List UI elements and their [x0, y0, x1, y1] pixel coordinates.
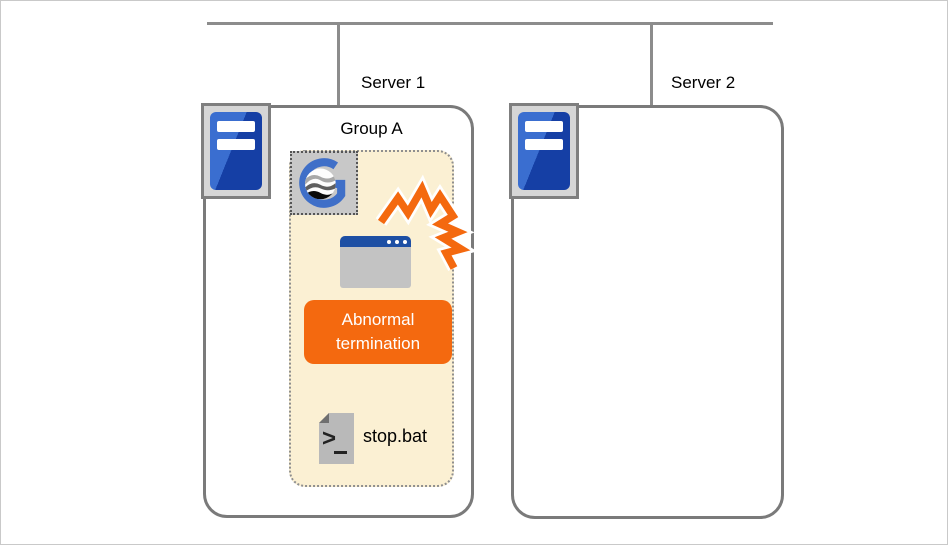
- server-slot-bar: [217, 139, 255, 150]
- server-slot-bar: [525, 121, 563, 132]
- group-a-area: Abnormal termination > stop.bat: [289, 150, 478, 487]
- crash-burst-icon: [375, 174, 478, 272]
- group-a-label: Group A: [340, 119, 403, 138]
- window-titlebar: [340, 236, 411, 247]
- abnormal-termination-badge: Abnormal termination: [304, 300, 452, 364]
- application-window-icon: [340, 236, 411, 288]
- server-tower-icon: [201, 103, 271, 199]
- server1-box: Group A: [203, 105, 478, 518]
- server-slot-bar: [525, 139, 563, 150]
- server-tower-graphic: [210, 112, 262, 190]
- server-slot-bar: [217, 121, 255, 132]
- server2-connector-line: [650, 22, 653, 107]
- batch-file-icon: >: [319, 413, 354, 464]
- svg-text:>: >: [322, 425, 336, 452]
- window-dot-icon: [403, 239, 407, 244]
- server2-label: Server 2: [671, 73, 736, 92]
- server1-connector-line: [337, 22, 340, 107]
- window-dot-icon: [395, 239, 399, 244]
- script-file-label: stop.bat: [363, 426, 428, 446]
- network-bus-line: [207, 22, 773, 25]
- globe-g-app-logo-icon: [290, 151, 358, 215]
- globe-g-logo-graphic: [299, 158, 346, 208]
- server-tower-graphic: [518, 112, 570, 190]
- server1-label: Server 1: [361, 73, 426, 92]
- server-tower-icon: [509, 103, 579, 199]
- window-dot-icon: [387, 239, 391, 244]
